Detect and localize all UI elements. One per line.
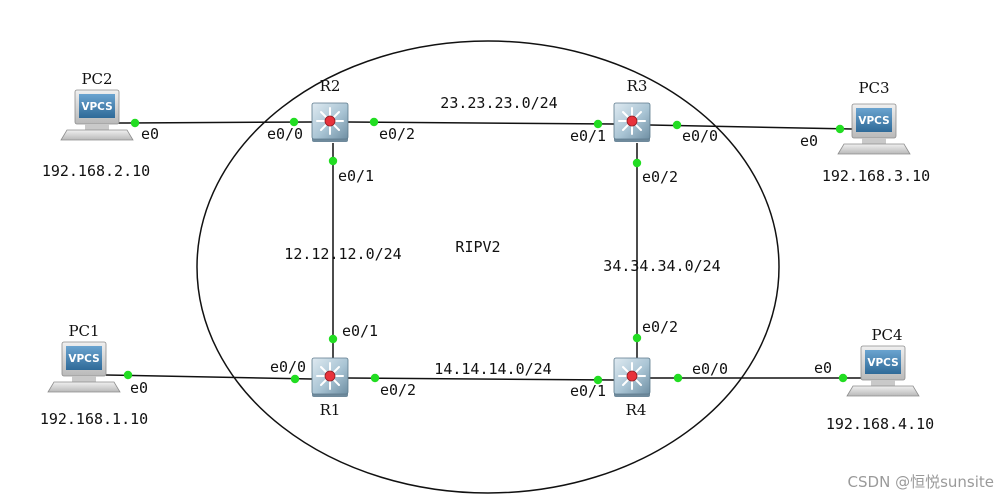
pc-name: PC2	[81, 70, 112, 88]
interface-label: e0/2	[642, 318, 678, 336]
port-dot-r3	[632, 158, 642, 168]
pc-name: PC1	[68, 322, 99, 340]
pc-pc1[interactable]: VPCS	[47, 341, 121, 393]
router-name: R2	[320, 77, 341, 95]
router-r4[interactable]	[613, 357, 651, 398]
pc-pc4[interactable]: VPCS	[846, 345, 920, 397]
port-dot-pc2	[130, 118, 140, 128]
router-icon	[311, 357, 349, 398]
port-dot-layer	[123, 117, 848, 385]
pc-pc3[interactable]: VPCS	[837, 103, 911, 155]
pc-pc2[interactable]: VPCS	[60, 89, 134, 141]
port-dot-pc1	[123, 370, 133, 380]
port-dot-pc3	[835, 124, 845, 134]
port-dot-r1	[370, 373, 380, 383]
pc-name: PC3	[858, 79, 889, 97]
interface-label: e0/2	[642, 168, 678, 186]
port-dot-r3	[593, 119, 603, 129]
link-r2-r3	[347, 121, 615, 125]
network-label: 34.34.34.0/24	[603, 257, 720, 275]
vpcs-screen-label: VPCS	[858, 115, 889, 127]
port-dot-r4	[673, 373, 683, 383]
port-dot-r3	[672, 120, 682, 130]
link-pc2-r2	[116, 121, 313, 124]
interface-label: e0	[141, 125, 159, 143]
interface-label: e0/1	[338, 167, 374, 185]
interface-label: e0/0	[267, 125, 303, 143]
interface-label: e0/1	[570, 127, 606, 145]
link-r3-pc3	[649, 124, 853, 130]
vpcs-screen-label: VPCS	[68, 353, 99, 365]
pc-ip-address: 192.168.1.10	[40, 410, 148, 428]
pc-ip-address: 192.168.4.10	[826, 415, 934, 433]
vpcs-screen-label: VPCS	[81, 101, 112, 113]
router-icon	[613, 102, 651, 143]
router-r1[interactable]	[311, 357, 349, 398]
interface-label: e0/0	[682, 127, 718, 145]
router-name: R3	[627, 77, 648, 95]
link-layer	[105, 121, 862, 381]
port-dot-r2	[289, 117, 299, 127]
port-dot-r4	[593, 375, 603, 385]
port-dot-r4	[632, 333, 642, 343]
vpcs-screen-label: VPCS	[867, 357, 898, 369]
port-dot-r1	[290, 374, 300, 384]
computer-icon	[47, 341, 121, 393]
router-icon	[311, 102, 349, 143]
interface-label: e0	[814, 359, 832, 377]
link-pc1-r1	[105, 374, 313, 380]
interface-label: e0	[130, 379, 148, 397]
interface-label: e0/2	[380, 381, 416, 399]
link-r1-r4	[347, 377, 615, 381]
port-dot-pc4	[838, 373, 848, 383]
port-dot-r2	[328, 156, 338, 166]
node-layer: VPCS VPCS VPCS VPCS	[47, 89, 920, 398]
router-r2[interactable]	[311, 102, 349, 143]
pc-name: PC4	[871, 326, 902, 344]
network-label: 14.14.14.0/24	[434, 360, 551, 378]
network-label: 12.12.12.0/24	[284, 245, 401, 263]
port-dot-r1	[328, 334, 338, 344]
computer-icon	[60, 89, 134, 141]
watermark: CSDN @恒悦sunsite	[848, 473, 994, 491]
pc-ip-address: 192.168.2.10	[42, 162, 150, 180]
pc-ip-address: 192.168.3.10	[822, 167, 930, 185]
interface-label: e0/1	[342, 322, 378, 340]
area-label: RIPV2	[455, 238, 500, 256]
interface-label: e0	[800, 132, 818, 150]
interface-label: e0/2	[379, 125, 415, 143]
interface-label: e0/1	[570, 382, 606, 400]
interface-label: e0/0	[692, 360, 728, 378]
router-name: R1	[320, 401, 341, 419]
interface-label: e0/0	[270, 358, 306, 376]
computer-icon	[846, 345, 920, 397]
router-icon	[613, 357, 651, 398]
label-layer: e0 e0/0 e0/2 e0/1 23.23.23.0/24 e0/0 e0 e0/1 e0/…	[40, 70, 934, 433]
router-name: R4	[626, 401, 647, 419]
router-r3[interactable]	[613, 102, 651, 143]
network-label: 23.23.23.0/24	[440, 94, 557, 112]
ripv2-area-ellipse	[196, 40, 780, 494]
port-dot-r2	[369, 117, 379, 127]
